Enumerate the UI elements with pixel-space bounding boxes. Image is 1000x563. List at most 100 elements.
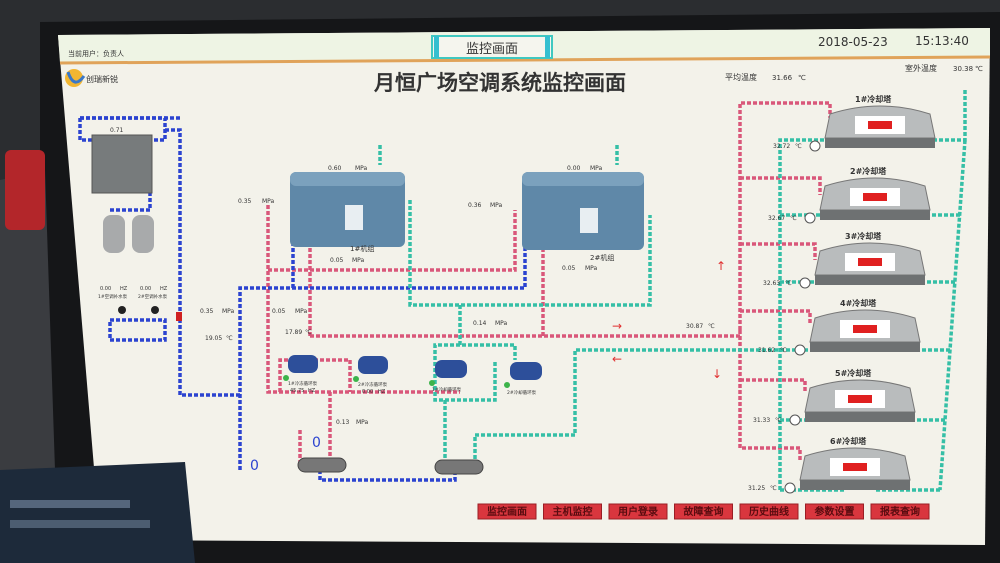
nav-button-label: 用户登录 <box>617 505 658 518</box>
outdoor-temp-label: 室外温度 <box>905 63 937 73</box>
svg-text:MPa: MPa <box>295 308 308 315</box>
tower-temp: 32.72 <box>773 143 790 150</box>
arrow-up-icon: ↑ <box>716 259 726 273</box>
nav-button-label: 报表查询 <box>880 505 920 518</box>
svg-text:0.00: 0.00 <box>100 286 111 292</box>
nav-button-label: 主机监控 <box>553 505 593 518</box>
svg-text:1#机组: 1#机组 <box>350 244 374 253</box>
flow-arrows: → ← ↑ ↓ <box>612 259 726 381</box>
svg-text:HZ: HZ <box>160 286 168 292</box>
makeup-pump-2[interactable]: 0.00 HZ 2#空调补水泵 <box>138 286 168 314</box>
cooling-pump-1[interactable]: 1#冷却循环泵 <box>429 360 467 393</box>
fan-icon <box>863 193 887 201</box>
tower-label: 6#冷却塔 <box>830 436 867 446</box>
svg-text:0.00: 0.00 <box>362 389 373 395</box>
date-display: 2018-05-23 <box>818 35 888 49</box>
svg-text:HZ: HZ <box>378 389 386 395</box>
nav-button-2[interactable]: 主机监控 <box>543 503 602 520</box>
svg-text:HZ: HZ <box>120 286 128 292</box>
chilled-pump-1[interactable]: 1#冷冻循环泵 45.75 HZ <box>283 355 318 394</box>
temp-unit: ℃ <box>780 347 787 354</box>
svg-text:MPa: MPa <box>495 320 508 327</box>
valve-icon[interactable] <box>176 312 182 321</box>
zero-indicator: 0 <box>312 435 321 451</box>
outdoor-temp-unit: ℃ <box>975 65 983 73</box>
svg-text:0.35: 0.35 <box>200 308 214 315</box>
background-red-device <box>5 150 45 230</box>
temp-unit: ℃ <box>790 215 797 222</box>
svg-text:0.00: 0.00 <box>567 165 581 172</box>
foreground-laptop <box>0 462 195 563</box>
softener-tank <box>132 215 154 253</box>
svg-text:19.05: 19.05 <box>205 335 222 342</box>
svg-text:MPa: MPa <box>590 165 603 172</box>
water-distributor <box>434 459 484 475</box>
cooling-tower-2[interactable]: 2#冷却塔 32.67 ℃ <box>768 166 931 224</box>
chiller-1[interactable]: 1#机组 0.60 MPa 0.35 MPa 0.05 MPa <box>238 165 405 264</box>
tower-temp: 32.63 <box>763 280 780 287</box>
tower-label: 2#冷却塔 <box>850 166 887 176</box>
temp-unit: ℃ <box>770 485 777 492</box>
svg-text:2#空调补水泵: 2#空调补水泵 <box>138 293 168 300</box>
current-user: 当前用户：负责人 <box>68 49 124 58</box>
chilled-pump-2[interactable]: 2#冷冻循环泵 0.00 HZ <box>353 356 388 395</box>
temp-unit: ℃ <box>795 143 802 150</box>
nav-button-label: 参数设置 <box>815 505 855 518</box>
svg-text:MPa: MPa <box>262 198 275 205</box>
temp-unit: ℃ <box>775 417 782 424</box>
arrow-right-icon: → <box>612 319 622 333</box>
svg-text:MPa: MPa <box>585 265 598 272</box>
cooling-pump-2[interactable]: 2#冷却循环泵 <box>504 362 542 396</box>
nav-button-3[interactable]: 用户登录 <box>608 503 668 520</box>
svg-text:MPa: MPa <box>222 308 235 315</box>
svg-text:17.89: 17.89 <box>285 329 302 336</box>
avg-temp-unit: ℃ <box>798 74 806 82</box>
water-tank: 0.71 <box>91 127 154 253</box>
avg-temp-value: 31.66 <box>772 74 793 82</box>
water-collector <box>297 457 347 473</box>
tab-bracket-right <box>545 36 550 58</box>
svg-text:0.14: 0.14 <box>473 320 487 327</box>
makeup-pump-1[interactable]: 0.00 HZ 1#空调补水泵 <box>98 286 128 314</box>
svg-text:MPa: MPa <box>352 257 365 264</box>
temp-sensor-icon <box>794 344 806 356</box>
svg-text:MPa: MPa <box>356 419 369 426</box>
time-display: 15:13:40 <box>915 34 969 48</box>
temp-unit: ℃ <box>785 280 792 287</box>
nav-button-4[interactable]: 故障查询 <box>674 503 733 520</box>
svg-text:MPa: MPa <box>490 202 503 209</box>
screen-tab[interactable] <box>431 35 553 59</box>
nav-button-6[interactable]: 参数设置 <box>805 503 864 520</box>
svg-text:0.05: 0.05 <box>330 257 344 264</box>
svg-text:1#冷冻循环泵: 1#冷冻循环泵 <box>288 380 318 387</box>
nav-button-1[interactable]: 监控画面 <box>477 503 537 520</box>
nav-button-label: 监控画面 <box>487 505 527 518</box>
svg-text:0.05: 0.05 <box>562 265 576 272</box>
svg-text:℃: ℃ <box>226 335 233 342</box>
nav-button-5[interactable]: 历史曲线 <box>739 503 799 520</box>
avg-temp-label: 平均温度 <box>725 72 757 82</box>
nav-button-label: 历史曲线 <box>749 505 789 518</box>
arrow-down-icon: ↓ <box>712 367 722 381</box>
svg-text:MPa: MPa <box>355 165 368 172</box>
temp-sensor-icon <box>809 140 821 152</box>
svg-text:1#冷却循环泵: 1#冷却循环泵 <box>432 386 462 393</box>
svg-text:2#机组: 2#机组 <box>590 253 614 262</box>
header-divider <box>59 55 991 65</box>
svg-text:0.71: 0.71 <box>110 127 124 134</box>
svg-text:0.36: 0.36 <box>468 202 482 209</box>
chiller-2[interactable]: 2#机组 0.00 MPa 0.36 MPa 0.05 MPa <box>468 165 644 272</box>
zero-indicator: 0 <box>250 458 259 474</box>
nav-button-7[interactable]: 报表查询 <box>870 503 930 520</box>
fan-icon <box>853 325 877 333</box>
screen-tab-label: 监控画面 <box>466 42 518 57</box>
arrow-left-icon: ← <box>612 352 622 366</box>
fan-icon <box>848 395 872 403</box>
tower-temp: 32.67 <box>768 215 785 222</box>
